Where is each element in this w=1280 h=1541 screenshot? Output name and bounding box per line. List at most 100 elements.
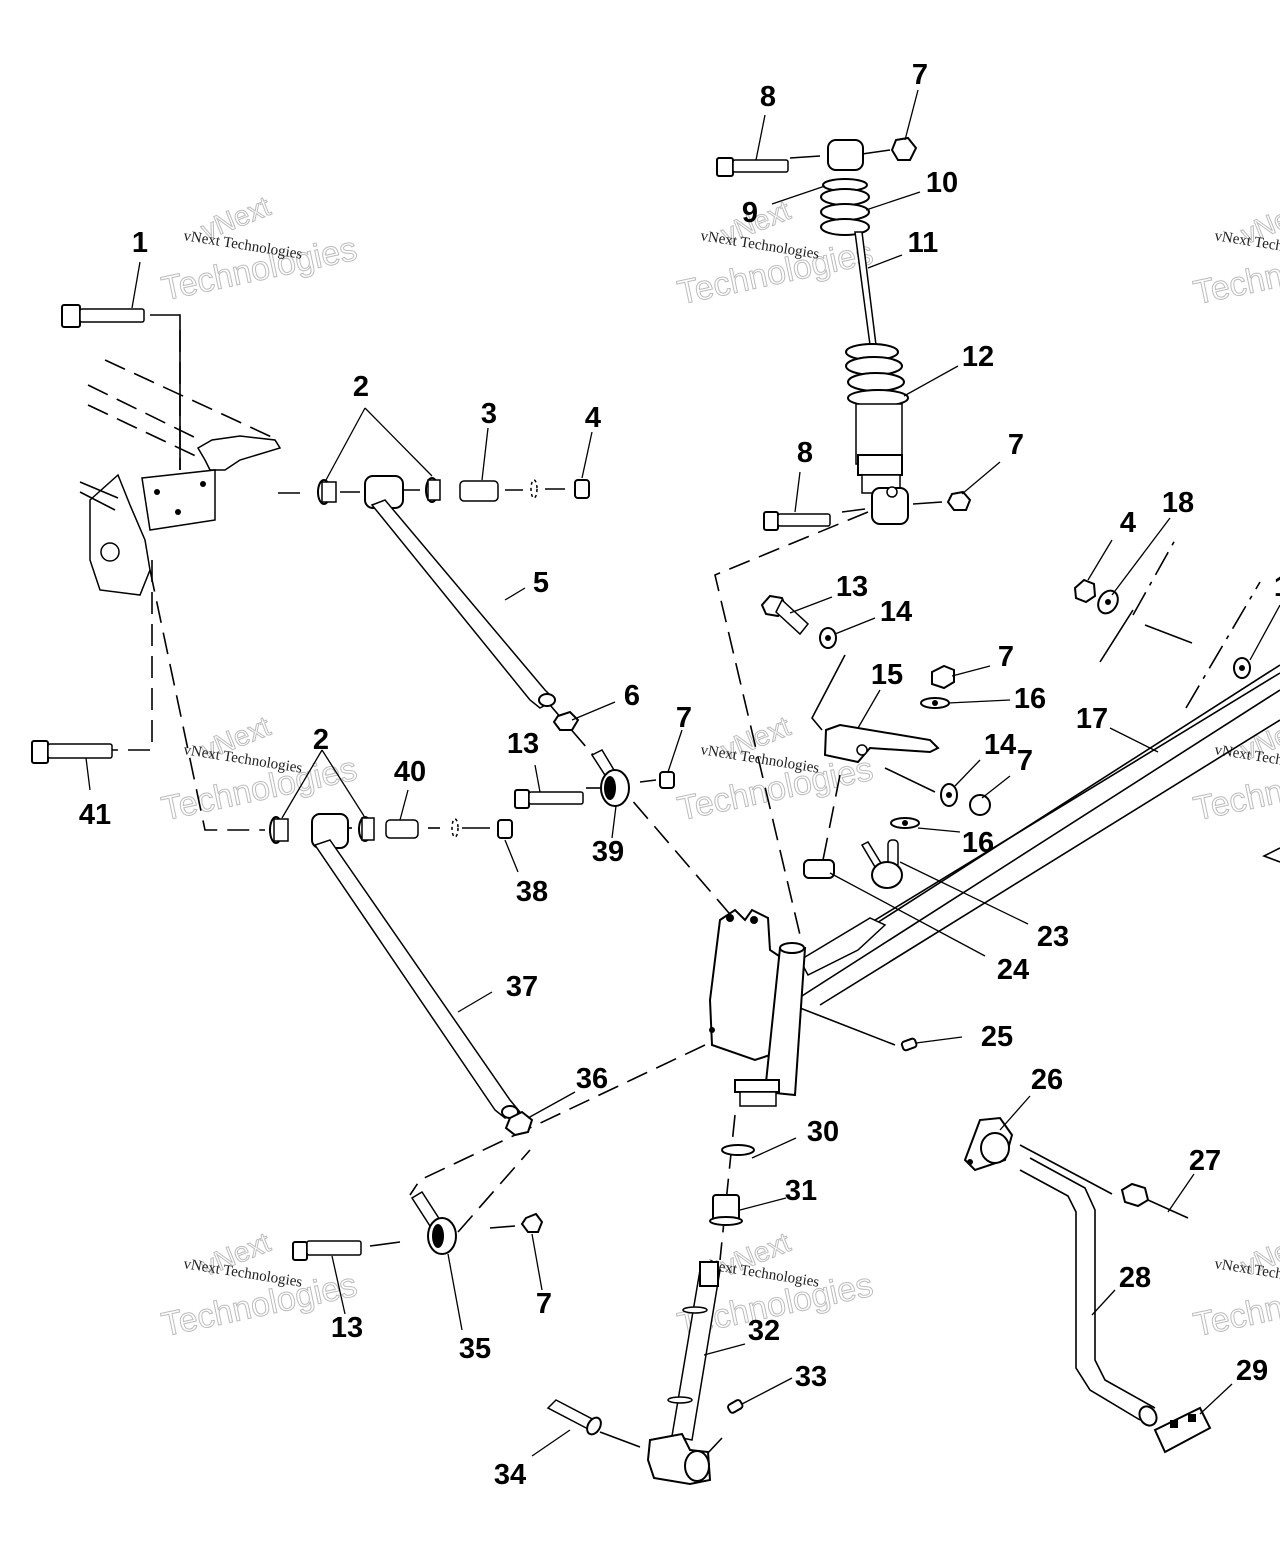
watermark: vNext Technologies vNext Technologies xyxy=(158,190,361,309)
ball-joint xyxy=(803,839,903,889)
shock-absorber xyxy=(716,136,972,531)
assembly-line xyxy=(861,149,891,155)
assembly-line xyxy=(799,1007,896,1046)
bolt-13 xyxy=(514,789,584,809)
assembly-line xyxy=(1019,1144,1113,1195)
leader-line xyxy=(771,185,826,205)
leader-line xyxy=(534,764,541,793)
leader-line xyxy=(865,191,921,211)
assembly-line xyxy=(409,1044,706,1196)
bolt-13-bracket xyxy=(760,594,837,649)
callout-7: 7 xyxy=(912,59,928,91)
assembly-lines xyxy=(108,149,1261,1456)
leader-line xyxy=(903,365,959,397)
watermark: vNext Technologies vNext Technologies xyxy=(1190,194,1280,313)
assembly-line xyxy=(1099,609,1134,663)
leader-line xyxy=(1087,539,1113,581)
leader-line xyxy=(1109,727,1159,753)
callout-25: 25 xyxy=(981,1021,1013,1053)
assembly-line xyxy=(369,1241,401,1247)
callout-8: 8 xyxy=(760,81,776,113)
leader-line xyxy=(961,461,1001,495)
callout-17: 17 xyxy=(1076,703,1108,735)
callout-3: 3 xyxy=(481,398,497,430)
assembly-line xyxy=(489,1225,516,1229)
callout-36: 36 xyxy=(576,1063,608,1095)
leader-line xyxy=(85,757,91,791)
bolt-1 xyxy=(61,304,145,328)
leader-line xyxy=(457,991,493,1013)
callout-14a: 14 xyxy=(880,596,912,628)
bolt-41 xyxy=(31,740,113,764)
callout-9: 9 xyxy=(742,197,758,229)
leader-line xyxy=(915,1036,963,1044)
leader-line xyxy=(834,617,876,635)
steering-bracket xyxy=(823,723,940,764)
leader-line xyxy=(571,701,616,721)
callout-2: 2 xyxy=(353,371,369,403)
callout-8b: 8 xyxy=(797,437,813,469)
callout-13c: 13 xyxy=(331,1312,363,1344)
callout-39: 39 xyxy=(592,836,624,868)
leader-line xyxy=(527,1091,576,1119)
callout-2b: 2 xyxy=(313,724,329,756)
leader-line xyxy=(1091,1289,1116,1316)
callout-4b: 4 xyxy=(1120,507,1136,539)
leader-line xyxy=(829,872,986,957)
leader-line xyxy=(739,1197,787,1211)
leader-line xyxy=(667,729,683,773)
callout-7b: 7 xyxy=(1008,429,1024,461)
leader-line xyxy=(751,1137,797,1159)
leader-line xyxy=(1249,604,1280,661)
callout-7f: 7 xyxy=(536,1288,552,1320)
assembly-line xyxy=(149,569,265,831)
callout-4: 4 xyxy=(585,402,601,434)
assembly-line xyxy=(714,511,869,936)
leader-line xyxy=(131,261,141,309)
assembly-line xyxy=(912,501,943,505)
leader-line xyxy=(364,407,433,477)
assembly-line xyxy=(789,155,821,159)
callout-10: 10 xyxy=(926,167,958,199)
callout-15: 15 xyxy=(871,659,903,691)
callout-35: 35 xyxy=(459,1333,491,1365)
leader-line xyxy=(321,749,365,817)
callout-11: 11 xyxy=(908,227,939,259)
leader-line xyxy=(789,596,833,614)
frame-bracket xyxy=(79,359,282,596)
callout-7d: 7 xyxy=(1017,745,1033,777)
parts xyxy=(31,136,1280,1486)
watermarks: vNext Technologies vNext Technologies vN… xyxy=(158,190,1280,1345)
callout-5: 5 xyxy=(533,567,549,599)
leader-lines xyxy=(85,89,1280,1457)
callout-29: 29 xyxy=(1236,1355,1268,1387)
callout-40: 40 xyxy=(394,756,426,788)
leader-line xyxy=(1199,1383,1233,1415)
leader-line xyxy=(504,587,526,601)
leader-line xyxy=(531,1429,571,1457)
leader-line xyxy=(917,827,961,833)
assembly-line xyxy=(1132,539,1176,616)
leader-line xyxy=(331,1255,346,1315)
assembly-line xyxy=(150,314,181,470)
callout-30: 30 xyxy=(807,1116,839,1148)
callout-34: 34 xyxy=(494,1459,526,1491)
callout-24: 24 xyxy=(997,954,1029,986)
callouts: 1 2 3 4 5 6 7 8 9 10 11 12 8 7 4 18 1 13… xyxy=(79,59,1280,1491)
upper-arm-assembly xyxy=(317,475,590,709)
callout-31: 31 xyxy=(785,1175,817,1207)
steering-knuckle xyxy=(708,908,807,1107)
frame-member xyxy=(779,657,1280,1011)
callout-38: 38 xyxy=(516,876,548,908)
brake-pedal xyxy=(963,1116,1212,1454)
callout-37: 37 xyxy=(506,971,538,1003)
leader-line xyxy=(399,789,409,821)
assembly-line xyxy=(457,1149,531,1233)
callout-1: 1 xyxy=(132,227,148,259)
bracket-hardware xyxy=(890,664,991,829)
leader-line xyxy=(447,1253,463,1331)
callout-13a: 13 xyxy=(836,571,868,603)
callout-18: 18 xyxy=(1162,487,1194,519)
leader-line xyxy=(1111,517,1171,596)
